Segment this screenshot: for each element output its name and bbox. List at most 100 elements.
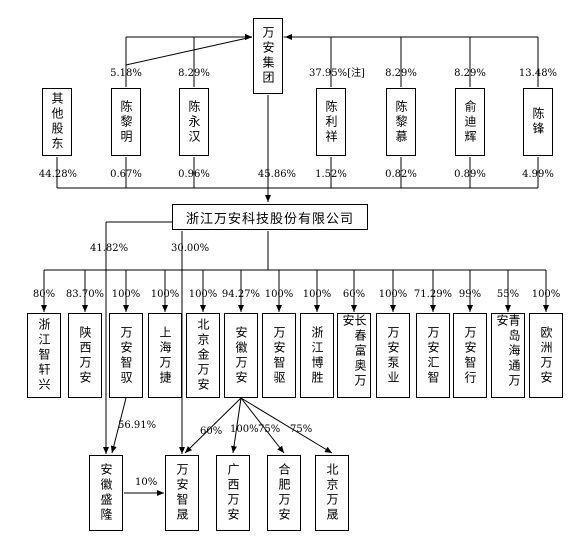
third-wanan-zhisheng-box: 万安智晟 (165, 455, 199, 531)
subsidiary-stake-label: 100% (531, 289, 561, 300)
subsidiary-stake-label: 94.27% (221, 289, 261, 300)
third-level-name: 安徽盛隆 (99, 463, 113, 523)
third-level-name: 万安智晟 (175, 463, 189, 523)
subsidiary-stake-label: 100% (264, 289, 294, 300)
shareholder-chenlimu-box: 陈黎慕 (386, 88, 416, 156)
subsidiary-name: 青岛海通万安 (495, 314, 521, 389)
anhui-to-zhisheng (184, 397, 242, 454)
third-stake-label: 60% (200, 426, 223, 437)
third-hefei-wanan-box: 合肥万安 (267, 455, 301, 531)
anhui-to-guangxi (231, 397, 242, 454)
subsidiary-name: 万安智行 (463, 325, 477, 386)
subsidiary-stake-label: 55% (496, 289, 520, 300)
shareholder-chenyonghan-box: 陈永汉 (179, 88, 209, 156)
subsidiary-stake-label: 100% (188, 289, 218, 300)
subsidiary-stake-label: 100% (302, 289, 332, 300)
subsidiary-anhui-wanan-box: 安徽万安 (224, 313, 258, 398)
group-stake-label: 5.18% (110, 68, 142, 79)
subsidiary-name: 陕西万安 (78, 325, 92, 386)
shareholder-name: 俞迪辉 (463, 99, 477, 145)
subsidiary-stake-label: 71.29% (413, 289, 453, 300)
third-level-name: 广西万安 (226, 463, 240, 523)
company-stake-label: 0.96% (178, 169, 210, 180)
subsidiary-name: 万安泵业 (386, 325, 400, 386)
wanan-group-name: 万安集团 (261, 26, 275, 86)
subsidiary-stake-label: 83.70% (65, 289, 105, 300)
group-stake-label: 8.29% (454, 68, 486, 79)
subsidiary-name: 欧洲万安 (539, 325, 553, 386)
third-stake-label: 100% (230, 424, 259, 435)
third-stake-label: 75% (290, 424, 313, 435)
subsidiary-beijing-jinwanan-box: 北京金万安 (186, 313, 220, 398)
company-stake-label: 0.67% (110, 169, 142, 180)
third-beijing-wansheng-box: 北京万晟 (315, 455, 349, 531)
third-level-name: 合肥万安 (277, 463, 291, 523)
shareholder-name: 陈黎明 (119, 99, 133, 145)
subsidiary-shaanxi-wanan-box: 陕西万安 (68, 313, 102, 398)
wanan-technology-name: 浙江万安科技股份有限公司 (185, 211, 354, 227)
subsidiary-wanan-huizhi-box: 万安汇智 (416, 313, 450, 398)
shareholder-other-box: 其他股东 (42, 88, 72, 156)
subsidiary-stake-label: 99% (458, 289, 482, 300)
shareholder-name: 其他股东 (50, 92, 64, 152)
subsidiary-name: 上海万捷 (158, 325, 172, 386)
direct-stake-label: 30.00% (171, 243, 210, 254)
third-guangxi-wanan-box: 广西万安 (216, 455, 250, 531)
group-stake-label: 8.29% (385, 68, 417, 79)
company-stake-label: 44.28% (38, 169, 78, 180)
direct-stake-label: 41.82% (90, 243, 129, 254)
shareholder-yudihui-box: 俞迪辉 (455, 88, 485, 156)
subsidiary-europe-wanan-box: 欧洲万安 (529, 313, 563, 398)
third-stake-label: 75% (258, 424, 281, 435)
group-stake-label: 37.95%[注] (309, 68, 365, 79)
subsidiary-name: 北京金万安 (196, 318, 210, 393)
subsidiary-name: 万安汇智 (426, 325, 440, 386)
shareholder-name: 陈锋 (531, 107, 545, 137)
wanan-group-box: 万安集团 (253, 18, 283, 94)
company-stake-label: 1.52% (315, 169, 347, 180)
subsidiary-shanghai-wanjie-box: 上海万捷 (148, 313, 182, 398)
shareholder-name: 陈永汉 (187, 99, 201, 145)
anhui-to-beijing (240, 397, 333, 454)
third-stake-label: 10% (135, 477, 158, 488)
third-anhui-shenglong-box: 安徽盛隆 (89, 455, 123, 531)
subsidiary-name: 万安智驭 (119, 325, 133, 386)
third-level-name: 北京万晟 (325, 463, 339, 523)
subsidiary-stake-label: 100% (378, 289, 408, 300)
group-stake-label: 13.48% (518, 68, 558, 79)
shareholder-name: 陈黎慕 (394, 99, 408, 145)
company-stake-label: 0.89% (454, 169, 486, 180)
subsidiary-wanan-zhiqu-box: 万安智驱 (262, 313, 296, 398)
company-stake-label: 0.82% (385, 169, 417, 180)
subsidiary-zhejiang-zhixuanxing-box: 浙江智轩兴 (27, 313, 61, 398)
subsidiary-changchun-fuaowanan-box: 长春富奥万安 (337, 313, 371, 398)
wanan-technology-box: 浙江万安科技股份有限公司 (172, 204, 368, 230)
shareholder-chenliming-box: 陈黎明 (111, 88, 141, 156)
subsidiary-stake-label: 60% (342, 289, 366, 300)
shareholder-chenfeng-box: 陈锋 (523, 88, 553, 156)
zhiyu-to-shenglong (110, 397, 127, 454)
subsidiary-name: 浙江智轩兴 (37, 318, 51, 393)
subsidiary-wanan-bengye-box: 万安泵业 (376, 313, 410, 398)
subsidiary-stake-label: 100% (150, 289, 180, 300)
subsidiary-wanan-zhixing-box: 万安智行 (453, 313, 487, 398)
company-stake-label: 4.99% (522, 169, 554, 180)
subsidiary-wanan-zhiyu-box: 万安智驭 (109, 313, 143, 398)
third-stake-label: 56.91% (118, 420, 157, 431)
group-stake-label: 8.29% (178, 68, 210, 79)
subsidiary-qingdao-haitongwanan-box: 青岛海通万安 (491, 313, 525, 398)
anhui-to-hefei (240, 397, 285, 454)
subsidiary-name: 安徽万安 (234, 325, 248, 386)
company-stake-label: 45.86% (257, 169, 297, 180)
group-bus-left (125, 36, 253, 66)
subsidiary-stake-label: 80% (32, 289, 56, 300)
subsidiary-name: 万安智驱 (272, 325, 286, 386)
subsidiary-name: 浙江博胜 (310, 325, 324, 386)
subsidiary-zhejiang-bosheng-box: 浙江博胜 (300, 313, 334, 398)
shareholder-name: 陈利祥 (324, 99, 338, 145)
shareholder-chenlixiang-box: 陈利祥 (316, 88, 346, 156)
subsidiary-stake-label: 100% (111, 289, 141, 300)
subsidiary-name: 长春富奥万安 (341, 314, 367, 389)
